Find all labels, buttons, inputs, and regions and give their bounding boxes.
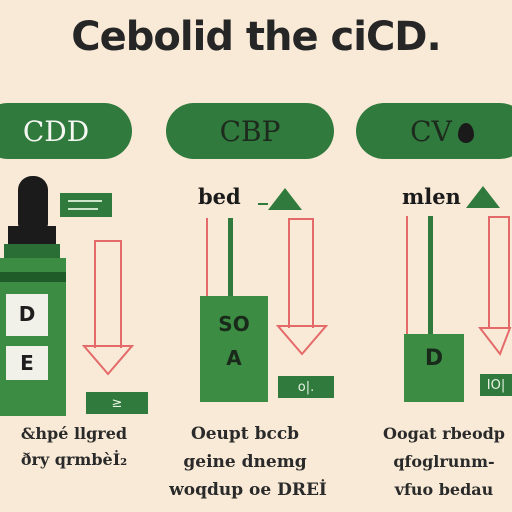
col2-heading-dash [258, 203, 268, 205]
tag-col-3-text: IO| [486, 377, 506, 393]
col3-box: D [404, 334, 464, 402]
col2-caption-1: Oeupt bccb [190, 424, 300, 444]
arrow-down-icon [82, 345, 134, 376]
triangle-icon [466, 186, 500, 208]
tag-line [68, 200, 102, 202]
arrow2-shaft-right [312, 218, 314, 328]
arrow-shaft-left [94, 240, 96, 348]
col2-heading: bed [198, 184, 241, 209]
pill-cbp[interactable]: CBP [166, 103, 334, 159]
arrow-shaft-right [120, 240, 122, 348]
page-title: Cebolid the ciCD. [71, 14, 441, 60]
arrow-shaft-top [94, 240, 122, 242]
col3-caption-2: qfoglrunm- [393, 452, 495, 471]
bottle-label-top: D [6, 294, 48, 336]
triangle-icon [268, 188, 302, 210]
col3-heading: mlen [402, 184, 461, 209]
col2-caption-2: geine dnemg [183, 452, 307, 472]
dropper-bottle-icon [0, 176, 70, 416]
pill-cbp-label: CBP [219, 114, 281, 148]
small-tag-1 [60, 193, 112, 217]
pill-cdd-label: CDD [22, 114, 90, 148]
col2-box-mid: A [226, 346, 242, 370]
col2-caption-3: woqdup oe DREİ [169, 480, 327, 500]
arrow3-shaft-left [488, 216, 490, 328]
tag-col-2-text: o|. [297, 379, 315, 395]
col1-caption-2: ðry qrmbèİ₂ [20, 450, 128, 469]
col2-line-b [228, 218, 233, 298]
pill-cv-label: CV [410, 114, 452, 148]
tag-col-3: IO| [480, 374, 512, 396]
arrow3-shaft-top [488, 216, 510, 218]
arrow2-shaft-left [288, 218, 290, 328]
col3-box-top: D [424, 346, 444, 371]
pill-cdd[interactable]: CDD [0, 103, 132, 159]
col2-box: SO A [200, 296, 268, 402]
arrow-down-icon [478, 327, 512, 357]
tag-col-2: o|. [278, 376, 334, 398]
arrow-down-icon [276, 325, 328, 356]
bottle-label-bottom: E [6, 346, 48, 380]
col1-caption-1: &hpé llgred [20, 424, 128, 443]
col3-caption-3: vfuo bedau [394, 480, 494, 499]
bottle-label-top-text: D [18, 302, 36, 326]
tag-line [68, 208, 98, 210]
tag-col-1-text: ≥ [111, 395, 123, 411]
bottle-label-bottom-text: E [20, 351, 34, 375]
arrow3-shaft-right [508, 216, 510, 328]
arrow2-shaft-top [288, 218, 314, 220]
col3-line-b [428, 216, 433, 336]
tag-col-1: ≥ [86, 392, 148, 414]
col2-line-a [206, 218, 208, 338]
col3-caption-1: Oogat rbeodp [383, 424, 505, 443]
col2-box-top: SO [218, 312, 250, 336]
col3-line-a [406, 216, 408, 336]
pill-cv[interactable]: CV [356, 103, 512, 159]
drop-icon [457, 123, 474, 143]
